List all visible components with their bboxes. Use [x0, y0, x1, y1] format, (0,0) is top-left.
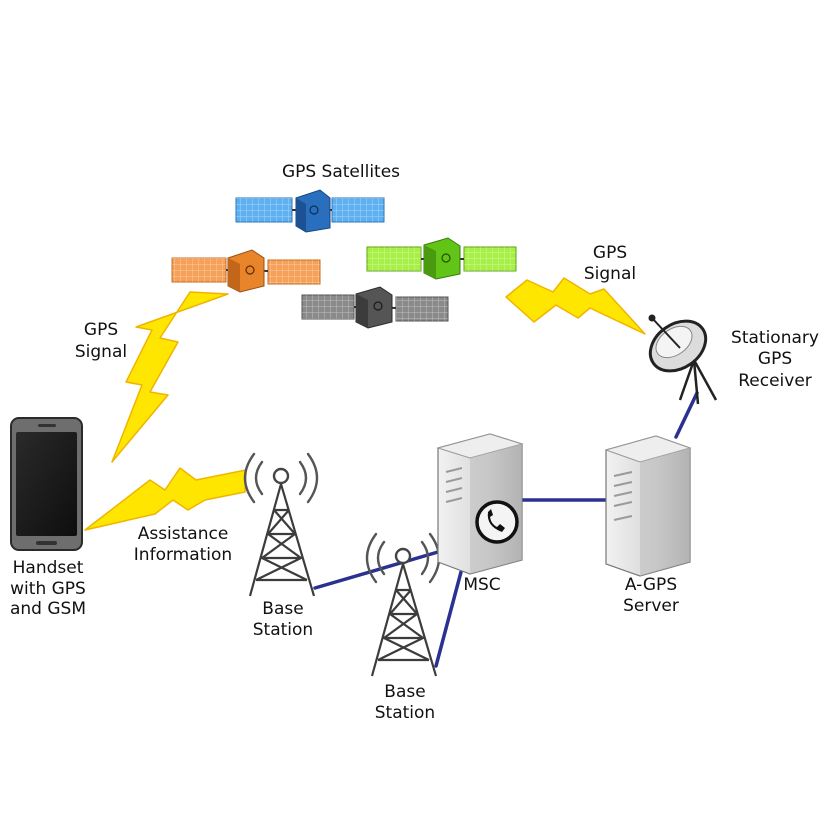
- gps-signal-right-label-line1: GPS: [593, 243, 627, 263]
- handset-label-line2: with GPS: [10, 579, 86, 599]
- agps-server-label-line2: Server: [623, 596, 679, 616]
- network-links: [313, 391, 699, 668]
- server-icon-agps: [604, 435, 692, 577]
- satellites-label: GPS Satellites: [282, 162, 400, 182]
- gps-signal-right-label-line2: Signal: [584, 264, 636, 284]
- server-icon-msc: [436, 433, 524, 575]
- link-base1-msc: [313, 550, 440, 590]
- phone-icon: [475, 500, 519, 544]
- smartphone-icon: [10, 417, 83, 551]
- satellite-icon-gray: [301, 286, 449, 329]
- handset-label-line1: Handset: [13, 558, 84, 578]
- satellite-icon-orange: [171, 249, 321, 293]
- gps-signal-left-label-line1: GPS: [84, 320, 118, 340]
- receiver-label-line3: Receiver: [738, 371, 812, 391]
- base-station-2-label-line1: Base: [384, 682, 425, 702]
- link-agps-receiver: [674, 391, 699, 439]
- assistance-label-line2: Information: [134, 545, 232, 565]
- receiver-label-line1: Stationary: [731, 328, 819, 348]
- satellite-icon-green: [366, 237, 517, 280]
- base-station-1-label-line1: Base: [262, 599, 303, 619]
- assistance-label-line1: Assistance: [138, 524, 229, 544]
- assistance-bolt: [84, 467, 247, 531]
- gps-signal-bolt-right: [505, 277, 646, 335]
- satellite-dish-icon: [648, 314, 718, 405]
- msc-label: MSC: [463, 575, 500, 595]
- agps-server-label-line1: A-GPS: [625, 575, 677, 595]
- link-base2-msc: [434, 570, 463, 668]
- receiver-label-line2: GPS: [758, 349, 792, 369]
- handset-label-line3: and GSM: [10, 599, 86, 619]
- antenna-tower-icon-1: [243, 452, 319, 597]
- gps-signal-bolt-left: [111, 291, 229, 463]
- gps-signal-left-label-line2: Signal: [75, 342, 127, 362]
- base-station-1-label-line2: Station: [253, 620, 313, 640]
- base-station-2-label-line2: Station: [375, 703, 435, 723]
- satellite-icon-blue: [235, 189, 385, 233]
- antenna-tower-icon-2: [365, 532, 441, 677]
